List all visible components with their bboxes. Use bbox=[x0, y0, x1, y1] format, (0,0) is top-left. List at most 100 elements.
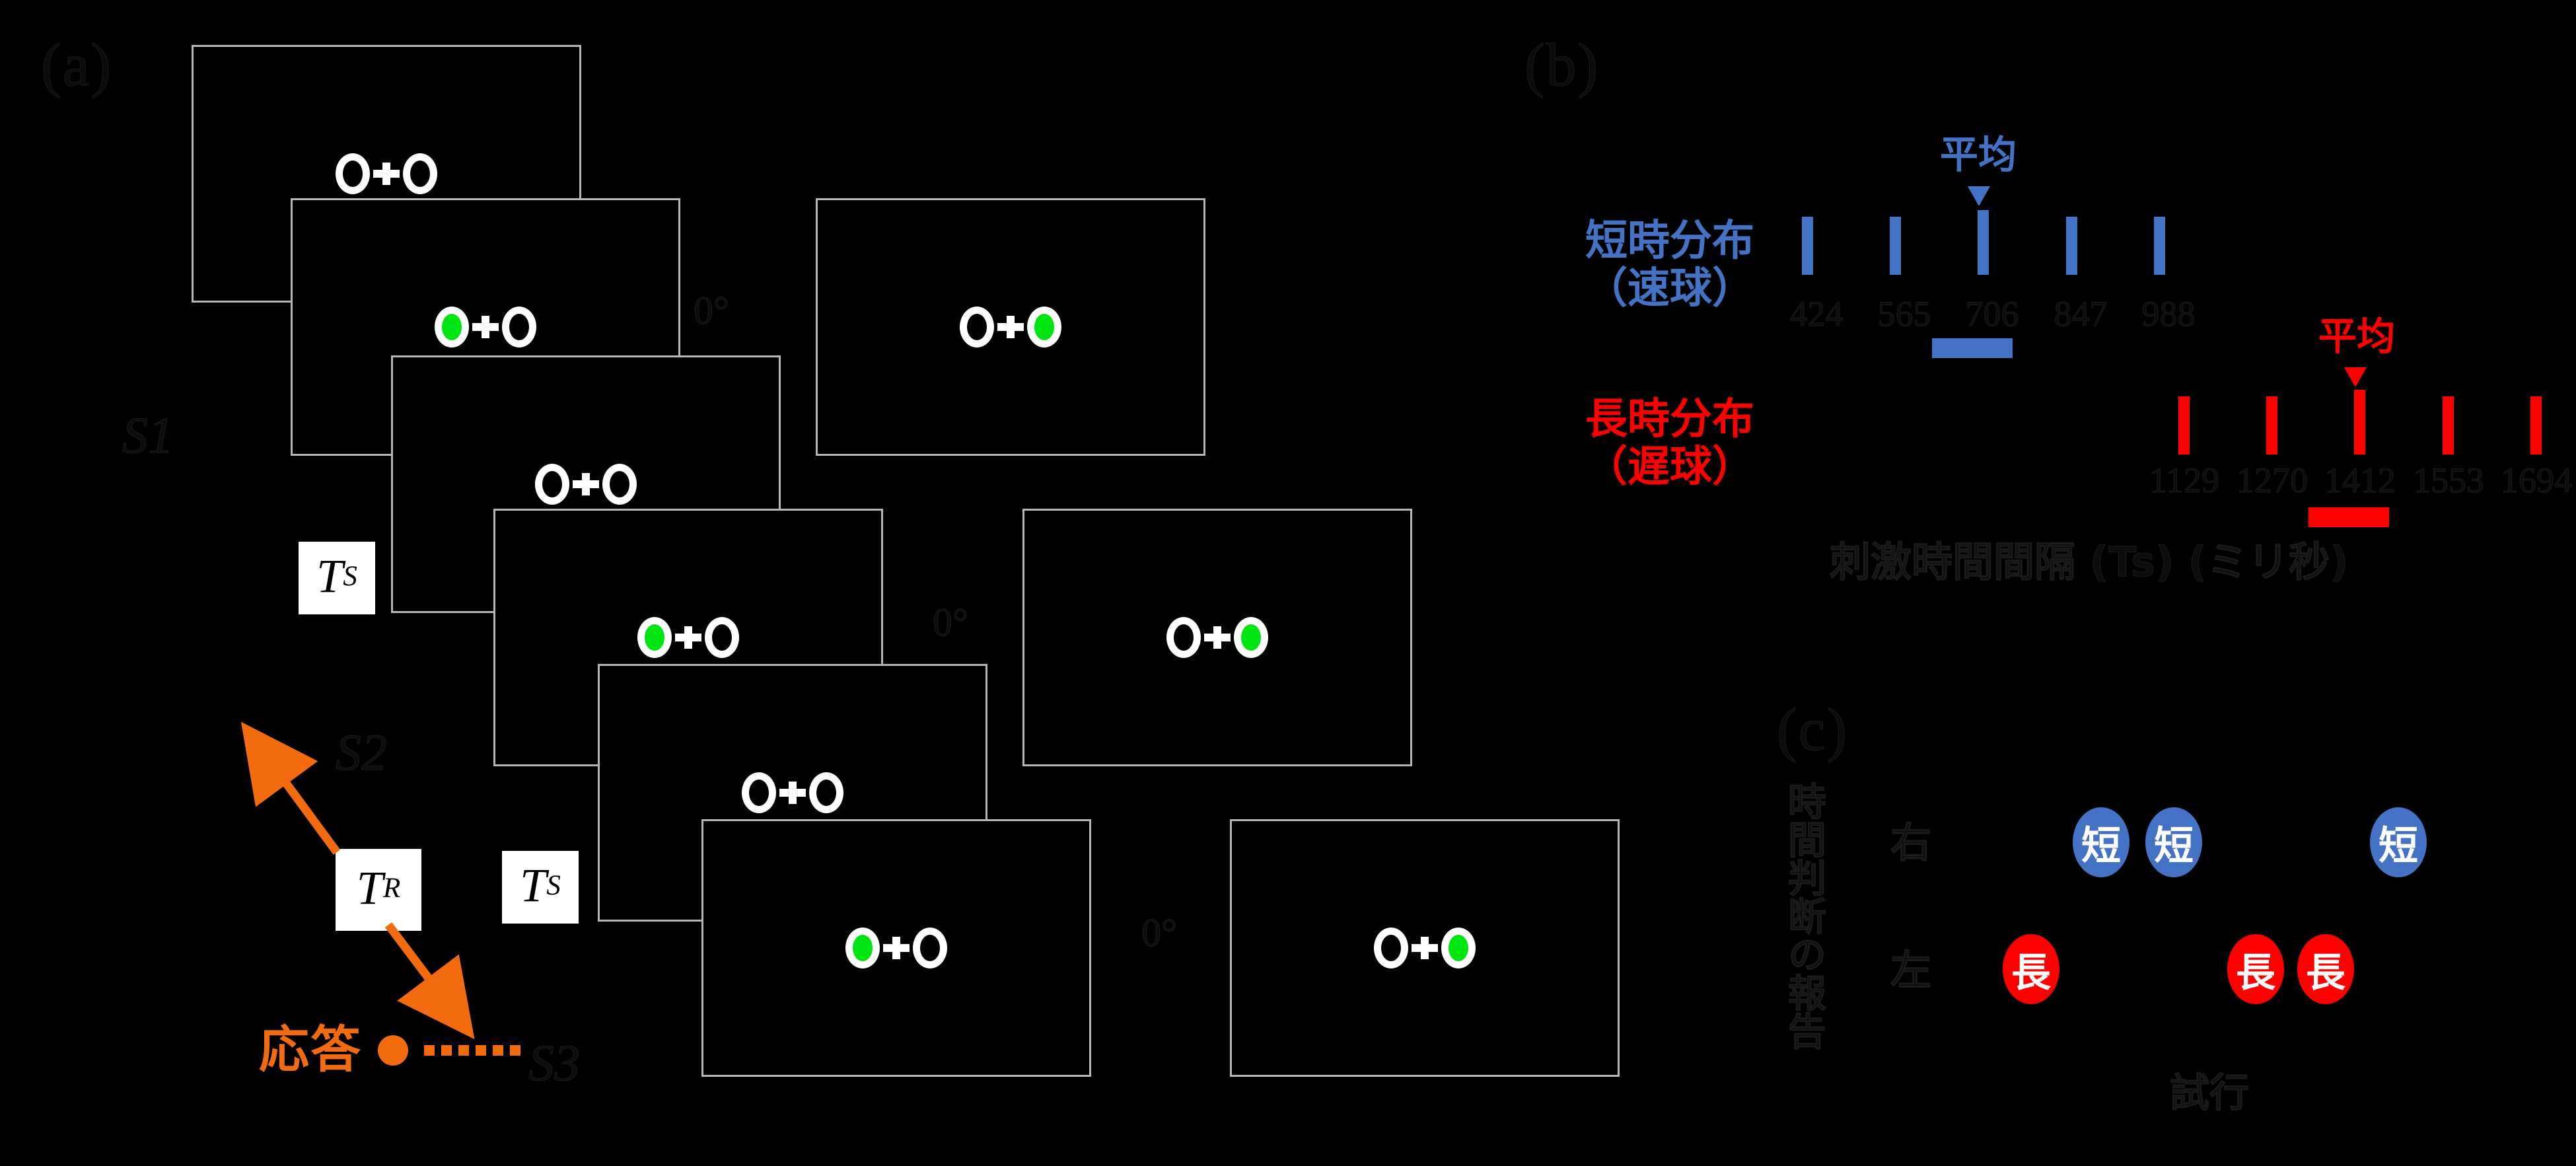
right-disc bbox=[809, 772, 843, 813]
fixation-cross-icon bbox=[371, 159, 402, 189]
tick-bar bbox=[1978, 210, 1989, 275]
right-disc bbox=[403, 153, 437, 194]
tick-bar bbox=[1890, 217, 1901, 275]
right-disc bbox=[705, 617, 739, 658]
interval-ts-subscript: S bbox=[546, 869, 561, 901]
right-disc bbox=[913, 928, 947, 968]
short-distribution-title: 短時分布 （速球） bbox=[1538, 217, 1802, 313]
trial-bubble-4-long: 長 bbox=[2227, 934, 2284, 1004]
stimulus-row bbox=[703, 928, 1089, 968]
tick-number: 1694 bbox=[2501, 460, 2573, 500]
stimulus-row bbox=[1232, 928, 1618, 968]
left-disc bbox=[1374, 928, 1408, 968]
distribution-axis-title: 刺激時間間隔 (Ts) (ミリ秒) bbox=[1829, 538, 2349, 586]
fixation-cross-icon bbox=[1410, 933, 1440, 963]
tick-number: 1129 bbox=[2149, 460, 2220, 500]
angle-label-0deg-2: 0° bbox=[933, 601, 969, 644]
right-disc-green bbox=[1441, 928, 1476, 968]
tick-number: 424 bbox=[1789, 294, 1843, 334]
stimulus-screen-s3-flash bbox=[701, 819, 1091, 1077]
interval-ts-subscript: S bbox=[343, 560, 357, 592]
left-disc bbox=[535, 464, 569, 505]
response-label: 応答 bbox=[259, 1022, 362, 1078]
row-label-right: 右 bbox=[1890, 819, 1932, 867]
left-disc-green bbox=[845, 928, 880, 968]
panel-a-letter: (a) bbox=[40, 31, 113, 98]
fixation-cross-icon bbox=[571, 469, 601, 499]
left-disc bbox=[1166, 617, 1201, 658]
long-distribution-ticks bbox=[2178, 390, 2561, 456]
tick-bar bbox=[2530, 396, 2542, 455]
stimulus-row bbox=[600, 772, 985, 813]
stimulus-screen-s2-response bbox=[1022, 509, 1412, 766]
tick-number: 988 bbox=[2141, 294, 2196, 334]
long-distribution-title-line1: 長時分布 bbox=[1585, 395, 1754, 444]
trial-bubble-2-short: 短 bbox=[2073, 807, 2129, 877]
tick-number: 847 bbox=[2054, 294, 2108, 334]
short-mean-marker-icon bbox=[1968, 186, 1990, 206]
response-marker-group: 応答 bbox=[259, 1025, 523, 1075]
left-disc bbox=[960, 307, 994, 347]
panel-b-letter: (b) bbox=[1524, 31, 1600, 98]
response-y-axis-label: 時間判断の報告 bbox=[1781, 782, 1826, 1050]
fixation-cross-icon bbox=[1202, 622, 1233, 653]
stimulus-row bbox=[194, 153, 579, 194]
right-disc-green bbox=[1027, 307, 1061, 347]
left-disc-green bbox=[435, 307, 469, 347]
long-mean-highlight-bar bbox=[2308, 507, 2389, 527]
stimulus-row bbox=[393, 464, 779, 505]
stimulus-row bbox=[1024, 617, 1410, 658]
fixation-cross-icon bbox=[470, 312, 501, 342]
tick-bar bbox=[2154, 217, 2165, 275]
stimulus-screen-s1-response bbox=[816, 198, 1205, 456]
short-mean-label: 平均 bbox=[1939, 132, 2017, 177]
tick-number: 565 bbox=[1877, 294, 1931, 334]
sequence-label-s1: S1 bbox=[122, 406, 174, 464]
tick-number: 706 bbox=[1965, 294, 2019, 334]
tick-number: 1412 bbox=[2324, 460, 2396, 500]
stimulus-row bbox=[293, 307, 678, 347]
right-disc bbox=[602, 464, 637, 505]
tick-bar bbox=[2266, 396, 2277, 455]
angle-label-0deg-1: 0° bbox=[694, 289, 730, 332]
left-disc bbox=[742, 772, 776, 813]
long-distribution-tick-numbers: 1129 1270 1412 1553 1694 bbox=[2120, 462, 2576, 509]
right-disc bbox=[502, 307, 536, 347]
fixation-cross-icon bbox=[777, 778, 808, 808]
response-dashed-line bbox=[424, 1045, 523, 1056]
response-x-axis-label: 試行 bbox=[2170, 1070, 2250, 1116]
trial-bubble-3-short: 短 bbox=[2145, 807, 2202, 877]
angle-label-0deg-3: 0° bbox=[1141, 911, 1178, 955]
trial-bubble-5-long: 長 bbox=[2297, 934, 2354, 1004]
row-label-left: 左 bbox=[1890, 946, 1932, 994]
tick-bar bbox=[2066, 217, 2077, 275]
interval-ts-symbol: T bbox=[520, 858, 547, 912]
stimulus-row bbox=[818, 307, 1203, 347]
stimulus-row bbox=[495, 617, 881, 658]
left-disc-green bbox=[637, 617, 672, 658]
interval-ts-symbol: T bbox=[316, 549, 343, 602]
tick-bar bbox=[2178, 396, 2190, 455]
short-distribution-ticks bbox=[1802, 210, 2185, 276]
right-disc-green bbox=[1234, 617, 1268, 658]
fixation-cross-icon bbox=[881, 933, 912, 963]
long-distribution-title-line2: （遅球） bbox=[1585, 442, 1754, 492]
long-mean-label: 平均 bbox=[2318, 314, 2395, 359]
long-mean-marker-icon bbox=[2344, 367, 2367, 387]
sequence-label-s2: S2 bbox=[336, 723, 388, 781]
interval-tr-subscript: R bbox=[382, 872, 401, 904]
tick-bar bbox=[1802, 217, 1813, 275]
tick-bar bbox=[2443, 396, 2454, 455]
fixation-cross-icon bbox=[995, 312, 1026, 342]
short-mean-highlight-bar bbox=[1932, 338, 2013, 358]
response-interval-arrow-icon bbox=[240, 721, 475, 1040]
stimulus-screen-s3-response bbox=[1230, 819, 1620, 1077]
interval-tr-symbol: T bbox=[356, 861, 383, 914]
short-distribution-title-line2: （速球） bbox=[1585, 264, 1754, 313]
tick-number: 1270 bbox=[2236, 460, 2308, 500]
trial-bubble-1-long: 長 bbox=[2003, 934, 2059, 1004]
short-distribution-title-line1: 短時分布 bbox=[1585, 217, 1754, 266]
